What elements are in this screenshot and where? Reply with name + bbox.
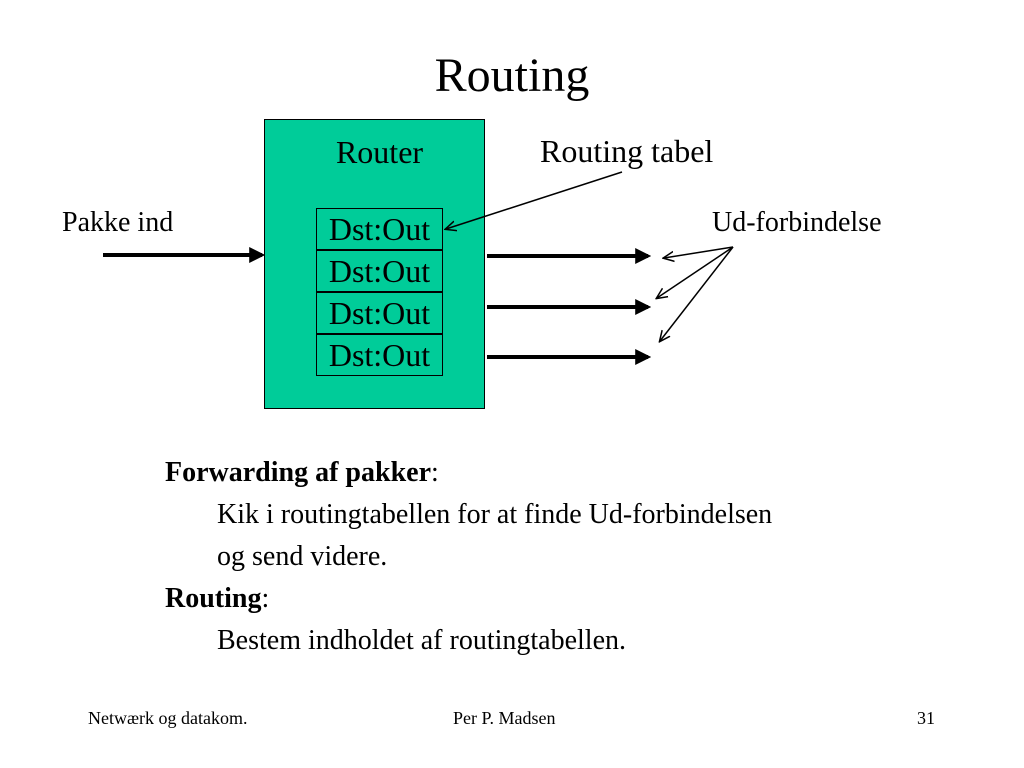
- footer-author: Per P. Madsen: [453, 708, 556, 728]
- ud-forbindelse-pointer-2: [657, 246, 734, 298]
- routing-heading-line: Routing:: [165, 578, 985, 620]
- routing-table-row: Dst:Out: [316, 250, 443, 292]
- routing-colon: :: [261, 583, 270, 614]
- routing-heading: Routing: [165, 583, 262, 614]
- router-label: Router: [335, 134, 424, 170]
- routing-table-row: Dst:Out: [316, 208, 443, 250]
- footer-course: Netwærk og datakom.: [88, 708, 248, 728]
- forwarding-colon: :: [431, 457, 439, 488]
- slide-title: Routing: [434, 49, 590, 102]
- footer-page-number: 31: [917, 708, 935, 728]
- forwarding-heading-line: Forwarding af pakker:: [165, 452, 985, 494]
- forwarding-line-1: Kik i routingtabellen for at finde Ud-fo…: [217, 499, 773, 530]
- routing-line-1: Bestem indholdet af routingtabellen.: [217, 625, 627, 656]
- ud-forbindelse-label: Ud-forbindelse: [712, 207, 882, 238]
- routing-tabel-pointer: [446, 171, 623, 229]
- ud-forbindelse-pointer-1: [664, 246, 734, 258]
- routing-tabel-label: Routing tabel: [540, 133, 714, 169]
- ud-forbindelse-pointer-3: [660, 246, 734, 341]
- forwarding-heading: Forwarding af pakker: [165, 457, 431, 488]
- forwarding-line-2: og send videre.: [217, 541, 388, 572]
- pakke-ind-label: Pakke ind: [62, 207, 174, 238]
- router-box: [264, 119, 485, 409]
- routing-table-row: Dst:Out: [316, 334, 443, 376]
- body-text: Forwarding af pakker: Kik i routingtabel…: [165, 452, 985, 662]
- routing-table-row: Dst:Out: [316, 292, 443, 334]
